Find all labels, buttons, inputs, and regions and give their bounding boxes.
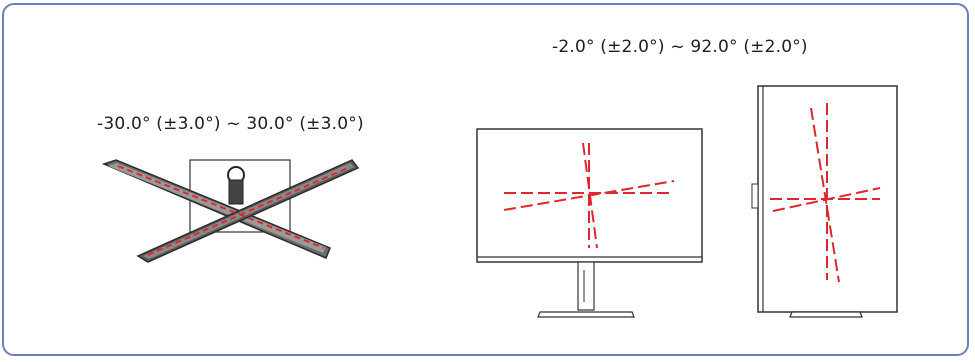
tilt-stand-neck <box>577 261 595 311</box>
pivot-stand-base <box>789 311 863 318</box>
pivot-dash-v2 <box>810 107 840 283</box>
tilt-illustration <box>476 128 703 318</box>
tilt-stand-base <box>537 311 635 318</box>
tilt-pivot-range-label: -2.0° (±2.0°) ~ 92.0° (±2.0°) <box>552 37 808 57</box>
swivel-range-label: -30.0° (±3.0°) ~ 30.0° (±3.0°) <box>97 114 364 134</box>
swivel-dash-a <box>117 165 325 249</box>
swivel-stand-neck <box>228 179 244 205</box>
swivel-illustration <box>101 159 360 263</box>
pivot-illustration <box>751 85 898 318</box>
swivel-panel-a-face <box>108 163 326 253</box>
tilt-dash-v2 <box>582 142 598 249</box>
swivel-dash-b <box>147 166 351 256</box>
pivot-side-port <box>751 183 759 209</box>
